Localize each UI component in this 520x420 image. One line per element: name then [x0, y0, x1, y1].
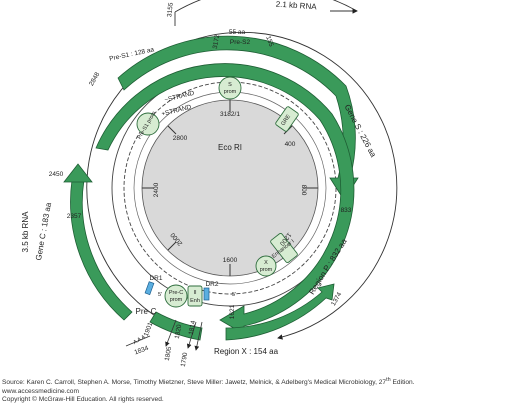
gre-label: GRE [280, 114, 292, 127]
minus-strand-label: −STRAND [164, 90, 196, 104]
pos-1820: 1820 [174, 324, 183, 340]
rna-2.1kb-arc [174, 0, 358, 13]
five-prime-label-b: 5' [232, 292, 236, 298]
pos-1805: 1805 [164, 346, 173, 362]
source-url[interactable]: www.accessmedicine.com [2, 387, 79, 395]
source-citation-end: Edition. [390, 379, 415, 387]
enhancer-i-box [270, 233, 298, 263]
region-x-arc [225, 283, 335, 341]
pre-c-prom-label-1: Pre-C [169, 290, 183, 296]
pre-s1-promoter [136, 112, 160, 136]
dr2-label: DR2 [205, 281, 218, 288]
pre-c-prom-label-2: prom [170, 297, 183, 303]
pos-155: 155 [264, 35, 274, 48]
source-footer: Source: Karen C. Carroll, Stephen A. Mor… [2, 376, 518, 404]
dr1-label: DR1 [149, 275, 162, 282]
copyright-notice: Copyright © McGraw-Hill Education. All r… [2, 396, 164, 403]
pos-1901: 1901 [143, 321, 155, 337]
x-prom-label-2: prom [260, 267, 273, 273]
enh-label: Enh [190, 298, 200, 304]
pos-3182: 3182/1 [220, 111, 240, 118]
pos-2400: 2400 [153, 182, 160, 197]
pos-2357: 2357 [67, 213, 82, 220]
gene-c-arrowhead [63, 163, 93, 183]
s-prom-label-1: S [228, 82, 232, 88]
rna-outer-label: 2.1 kb RNA [275, 0, 317, 11]
pre-c-arc [149, 311, 203, 341]
gene-c-label: Gene C : 183 aa [34, 201, 53, 261]
bottom-position-lines [125, 319, 203, 351]
poly-a-label: A A A [132, 334, 146, 346]
enhancer-ii-box [187, 285, 203, 307]
pos-1814: 1814 [188, 320, 197, 336]
eco-ri-label: Eco RI [218, 143, 242, 152]
pos-1790: 1790 [180, 352, 189, 368]
pos-2800: 2800 [173, 135, 188, 142]
enh-ii-label: II [193, 290, 197, 296]
pres2-aa-label: 55 aa [229, 29, 246, 36]
s-promoter [218, 76, 242, 100]
region-x-label: Region X : 154 aa [214, 347, 279, 356]
x-prom-label-1: X [264, 260, 268, 266]
edition-superscript: th [386, 377, 391, 383]
s-prom-label-2: prom [224, 89, 237, 95]
pre-c-promoter [164, 284, 188, 308]
rna-left-label: 3.5 kb RNA [21, 211, 30, 253]
pos-833: 833 [341, 207, 352, 214]
rna-3.5kb-arc [86, 31, 398, 340]
hbv-genome-diagram: 2.1 kb RNA 3.5 kb RNA 3155 3172 155 55 a… [21, 0, 398, 368]
pos-800: 800 [300, 185, 307, 196]
pres2-label: Pre-S2 [230, 39, 251, 46]
pos-3155: 3155 [166, 2, 175, 17]
pos-2450: 2450 [49, 171, 64, 178]
pos-2848: 2848 [88, 71, 101, 87]
dr2-marker [203, 287, 210, 301]
source-citation-text: Source: Karen C. Carroll, Stephen A. Mor… [2, 379, 387, 387]
pre-c-label: Pre-C [136, 307, 157, 316]
source-citation: Source: Karen C. Carroll, Stephen A. Mor… [2, 376, 518, 388]
pos-1600: 1600 [223, 257, 238, 264]
pos-3172: 3172 [212, 34, 221, 50]
five-prime-label-a: 5' [158, 292, 162, 298]
x-promoter [255, 255, 277, 277]
gene-c-arc [70, 179, 133, 321]
pos-400: 400 [285, 141, 296, 148]
pos-1834: 1834 [133, 345, 149, 357]
gre-box [275, 106, 299, 132]
dr1-marker [144, 281, 155, 296]
pos-1621: 1621 [229, 304, 236, 319]
